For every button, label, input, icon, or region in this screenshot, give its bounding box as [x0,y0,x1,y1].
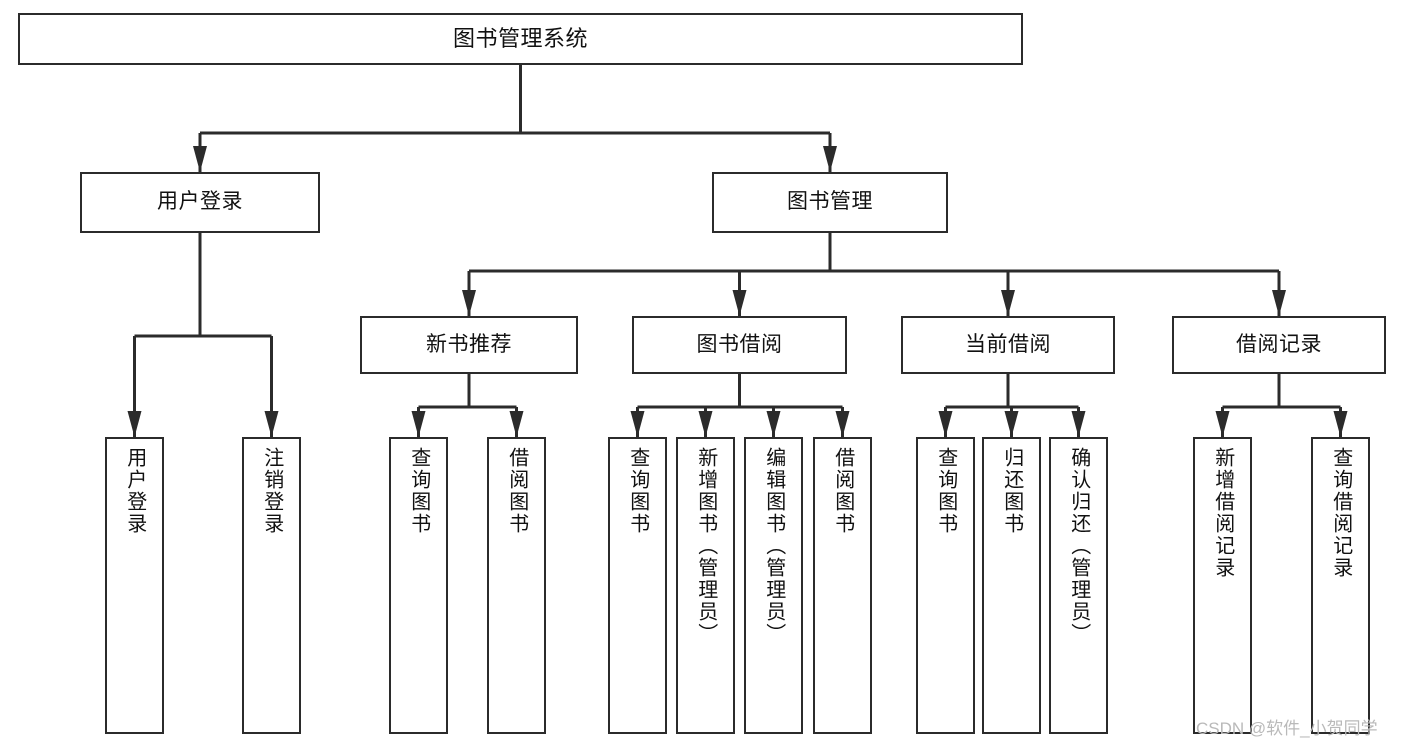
node-label: 用户登录 [123,447,146,535]
node-leaf3[interactable]: 查询图书 [389,437,448,734]
node-label: 用户登录 [157,190,243,214]
node-leaf5[interactable]: 查询图书 [608,437,667,734]
node-login[interactable]: 用户登录 [80,172,320,233]
node-label: 查询图书 [407,447,430,535]
node-label: 借阅图书 [505,447,528,535]
node-leaf7[interactable]: 编辑图书（管理员） [744,437,803,734]
node-leaf1[interactable]: 用户登录 [105,437,164,734]
node-label: 新增图书（管理员） [694,447,717,645]
node-label: 图书管理系统 [452,26,588,52]
node-label: 查询借阅记录 [1329,447,1352,579]
node-label: 借阅图书 [831,447,854,535]
node-label: 归还图书 [1000,447,1023,535]
node-leaf11[interactable]: 确认归还（管理员） [1049,437,1108,734]
node-label: 借阅记录 [1236,332,1322,356]
node-current[interactable]: 当前借阅 [901,316,1115,374]
csdn-watermark: CSDN @软件_小贺同学 [1196,719,1378,738]
node-root[interactable]: 图书管理系统 [18,13,1023,65]
node-leaf4[interactable]: 借阅图书 [487,437,546,734]
node-label: 图书管理 [787,190,873,214]
node-label: 新增借阅记录 [1211,447,1234,579]
node-leaf2[interactable]: 注销登录 [242,437,301,734]
node-leaf9[interactable]: 查询图书 [916,437,975,734]
node-newbook[interactable]: 新书推荐 [360,316,578,374]
node-leaf6[interactable]: 新增图书（管理员） [676,437,735,734]
node-borrow[interactable]: 图书借阅 [632,316,847,374]
node-records[interactable]: 借阅记录 [1172,316,1386,374]
node-leaf13[interactable]: 查询借阅记录 [1311,437,1370,734]
node-label: 注销登录 [260,447,283,535]
node-leaf8[interactable]: 借阅图书 [813,437,872,734]
node-label: 当前借阅 [965,332,1051,356]
node-label: 查询图书 [934,447,957,535]
node-bookmgmt[interactable]: 图书管理 [712,172,948,233]
node-leaf10[interactable]: 归还图书 [982,437,1041,734]
node-label: 确认归还（管理员） [1067,447,1090,645]
node-label: 编辑图书（管理员） [762,447,785,645]
node-leaf12[interactable]: 新增借阅记录 [1193,437,1252,734]
node-label: 图书借阅 [696,332,783,356]
node-label: 查询图书 [626,447,649,535]
node-label: 新书推荐 [426,332,512,356]
